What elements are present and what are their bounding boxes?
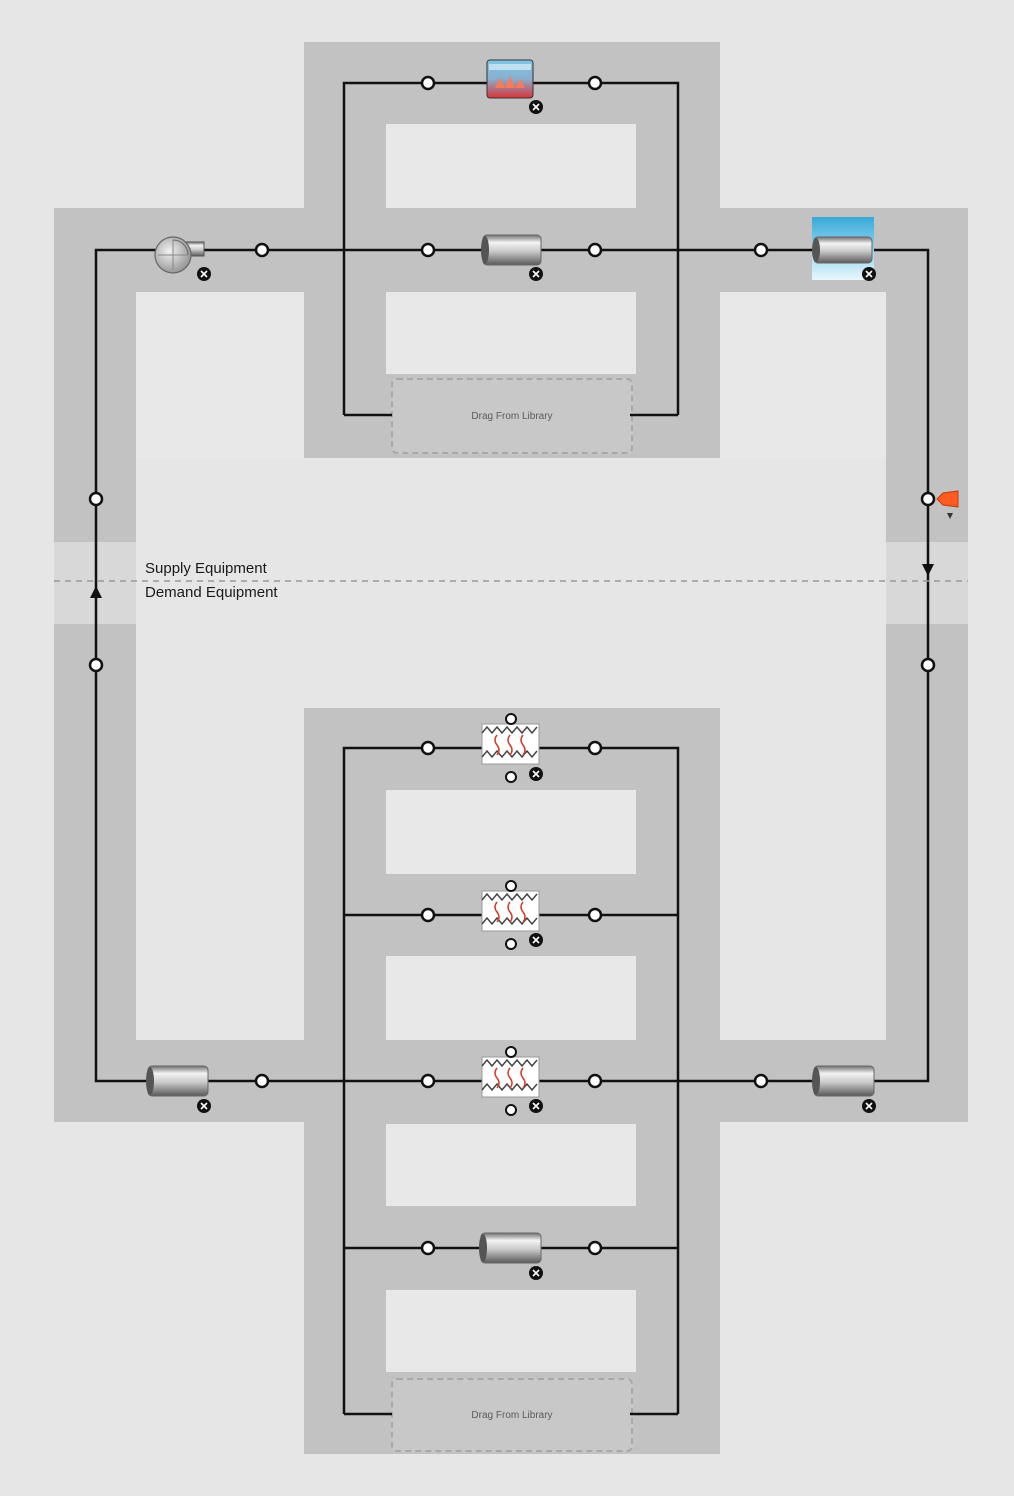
node[interactable] (753, 242, 769, 258)
heating-coil-icon[interactable] (481, 1046, 540, 1116)
delete-icon[interactable] (529, 1099, 543, 1113)
supply-drop-zone[interactable]: Drag From Library (391, 378, 633, 454)
pipe-icon[interactable] (812, 1065, 875, 1097)
heating-coil-icon[interactable] (481, 713, 540, 783)
delete-icon[interactable] (529, 267, 543, 281)
flow-arrow-down-icon (922, 564, 934, 576)
heating-coil-icon[interactable] (481, 880, 540, 950)
node[interactable] (88, 491, 104, 507)
node[interactable] (587, 75, 603, 91)
delete-icon[interactable] (529, 1266, 543, 1280)
delete-icon[interactable] (862, 1099, 876, 1113)
node[interactable] (420, 242, 436, 258)
demand-hole-4 (386, 1290, 636, 1372)
boiler-icon[interactable] (486, 59, 534, 99)
node[interactable] (920, 657, 936, 673)
demand-drop-zone[interactable]: Drag From Library (391, 1378, 633, 1452)
supply-drop-zone-label: Drag From Library (471, 410, 553, 422)
node[interactable] (587, 740, 603, 756)
node[interactable] (420, 1073, 436, 1089)
delete-icon[interactable] (197, 267, 211, 281)
pump-icon[interactable] (154, 236, 205, 274)
node[interactable] (753, 1073, 769, 1089)
pipe-icon[interactable] (479, 1232, 542, 1264)
node[interactable] (254, 242, 270, 258)
setpoint-manager-icon[interactable] (936, 490, 959, 519)
supply-outlet-pipe-icon[interactable] (812, 217, 874, 280)
pipe-icon[interactable] (146, 1065, 209, 1097)
node[interactable] (420, 75, 436, 91)
supply-hole-inner-left (136, 292, 304, 458)
demand-hole-3 (386, 1124, 636, 1206)
demand-hole-1 (386, 790, 636, 874)
demand-hole-2 (386, 956, 636, 1040)
delete-icon[interactable] (862, 267, 876, 281)
supply-hole-1 (386, 124, 636, 208)
pipe-icon[interactable] (481, 234, 542, 266)
node[interactable] (587, 907, 603, 923)
demand-drop-zone-label: Drag From Library (471, 1409, 553, 1421)
delete-icon[interactable] (197, 1099, 211, 1113)
supply-hole-inner-right (720, 292, 886, 458)
demand-equipment-label: Demand Equipment (145, 584, 278, 601)
node[interactable] (420, 907, 436, 923)
node[interactable] (587, 1073, 603, 1089)
delete-icon[interactable] (529, 933, 543, 947)
node[interactable] (420, 1240, 436, 1256)
node[interactable] (420, 740, 436, 756)
node[interactable] (587, 242, 603, 258)
node[interactable] (587, 1240, 603, 1256)
flow-arrow-up-icon (90, 586, 102, 598)
delete-icon[interactable] (529, 100, 543, 114)
node[interactable] (920, 491, 936, 507)
supply-hole-2 (386, 292, 636, 374)
delete-icon[interactable] (529, 767, 543, 781)
supply-equipment-label: Supply Equipment (145, 560, 267, 577)
node[interactable] (254, 1073, 270, 1089)
node[interactable] (88, 657, 104, 673)
